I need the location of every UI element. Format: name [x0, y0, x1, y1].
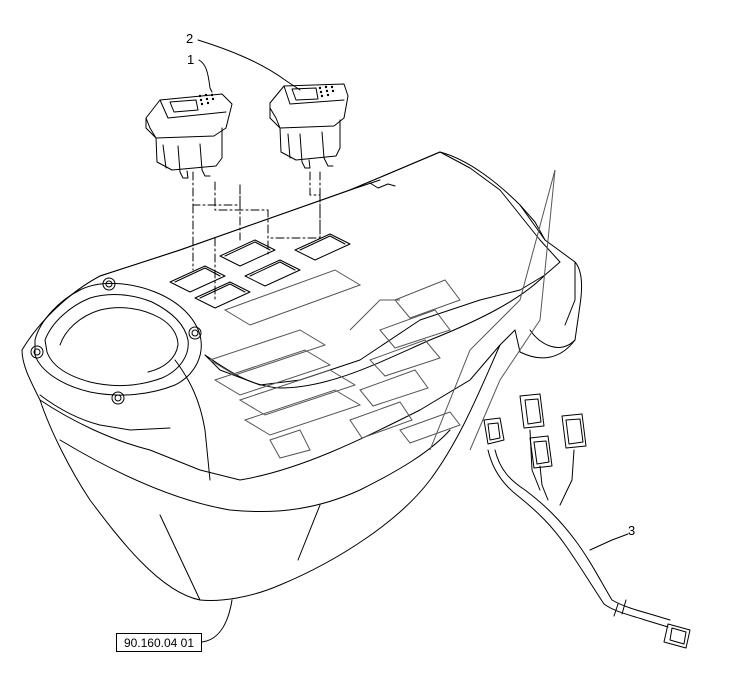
bolt [111, 391, 125, 405]
led-indicators [198, 93, 215, 106]
bolt [102, 277, 116, 291]
callout-3: 3 [628, 523, 635, 538]
bolt [188, 326, 202, 340]
switch-slot [294, 233, 351, 261]
leader-line-3 [589, 533, 629, 551]
callout-2: 2 [186, 31, 193, 46]
led-indicators [318, 85, 335, 98]
connector [519, 393, 545, 429]
callout-1: 1 [187, 52, 194, 67]
console-housing [21, 151, 583, 601]
connector [529, 435, 553, 469]
switch-slot [194, 281, 251, 309]
watermark-logo [208, 169, 556, 459]
leader-line-1 [198, 59, 213, 93]
leader-line-2 [197, 39, 301, 91]
rocker-switch-1 [145, 93, 233, 179]
switch-slot [219, 239, 276, 267]
switch-slot [244, 259, 301, 287]
reference-code-box: 90.160.04 01 [116, 633, 202, 652]
wiring-harness [487, 429, 671, 628]
rocker-switch-2 [269, 83, 349, 169]
connector [663, 623, 691, 649]
bolt [30, 345, 44, 359]
reference-code: 90.160.04 01 [123, 635, 195, 650]
assembly-lines [192, 171, 321, 301]
leader-line-ref [201, 599, 233, 643]
connector [561, 413, 587, 449]
round-cavity [34, 282, 202, 396]
connector [483, 417, 505, 445]
